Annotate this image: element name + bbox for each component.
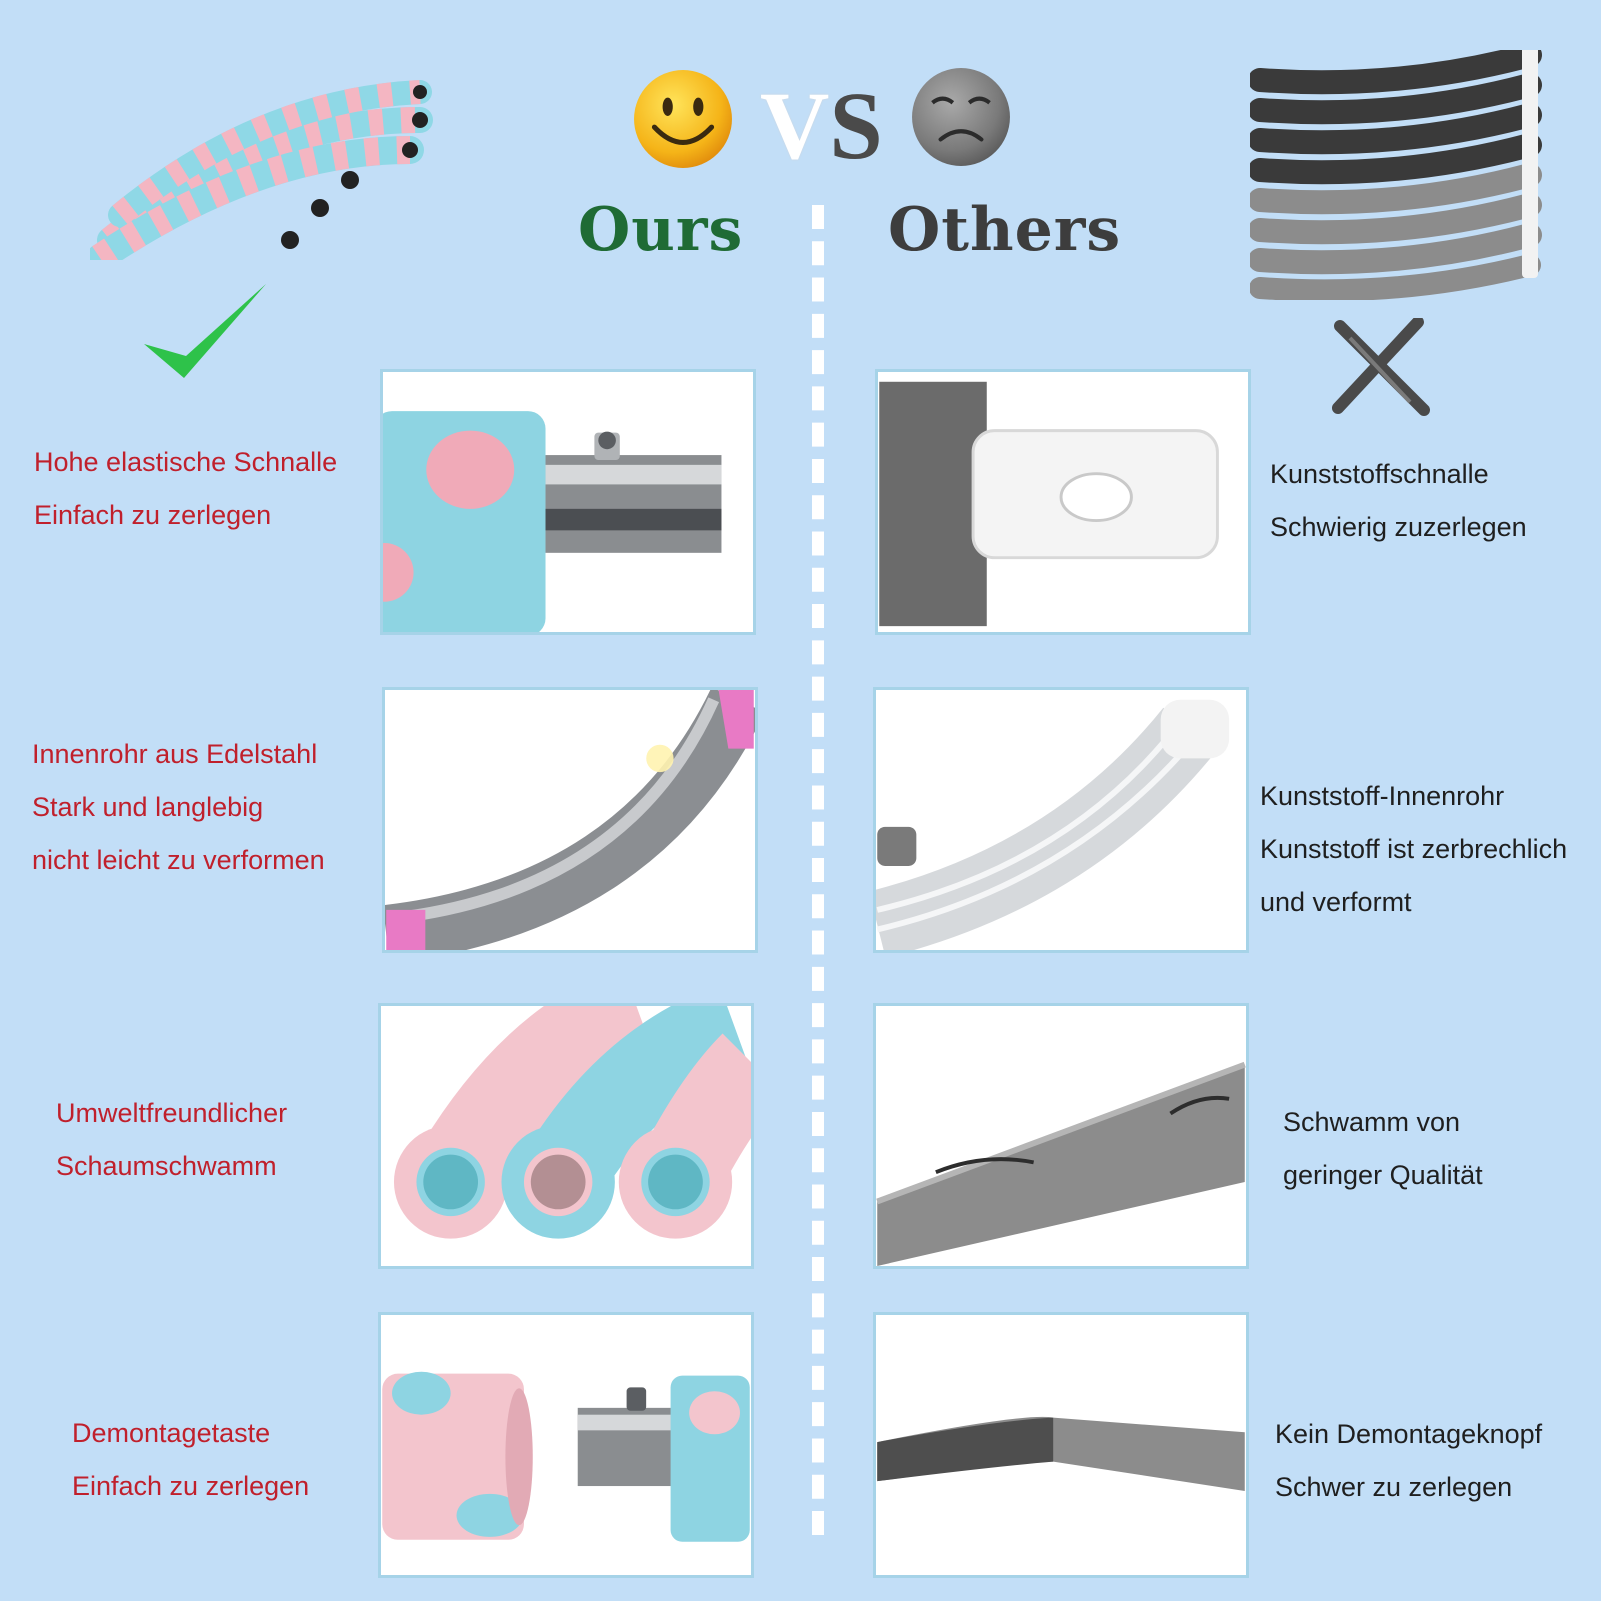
others-hoop-segments-image <box>1250 50 1542 300</box>
vs-v-letter: V <box>760 72 830 179</box>
others-feature-4: Kein Demontageknopf Schwer zu zerlegen <box>1275 1419 1543 1502</box>
others-image-sponge <box>873 1003 1249 1269</box>
ours-feature-1: Hohe elastische Schnalle Einfach zu zerl… <box>34 447 338 530</box>
others-feature-2: Kunststoff-Innenrohr Kunststoff ist zerb… <box>1260 781 1568 917</box>
ours-hoop-segments-image <box>90 80 433 260</box>
ours-heading: Ours <box>578 195 744 265</box>
ours-feature-2: Innenrohr aus Edelstahl Stark und langle… <box>32 739 325 875</box>
ours-feature-4: Demontagetaste Einfach zu zerlegen <box>72 1418 310 1501</box>
others-heading: Others <box>888 195 1122 265</box>
sad-face-icon <box>912 68 1010 166</box>
ours-feature-3: Umweltfreundlicher Schaumschwamm <box>56 1098 288 1181</box>
ours-image-foam <box>378 1003 754 1269</box>
checkmark-icon <box>144 284 266 378</box>
others-feature-3: Schwamm von geringer Qualität <box>1283 1107 1483 1190</box>
others-image-plastic-tube <box>873 687 1249 953</box>
others-image-no-button <box>873 1312 1249 1578</box>
cross-icon <box>1332 318 1430 416</box>
ours-image-button <box>378 1312 754 1578</box>
vs-s-letter: S <box>829 72 883 179</box>
center-divider <box>812 205 824 1535</box>
vs-title: VS <box>760 70 883 181</box>
ours-image-buckle <box>380 369 756 635</box>
others-feature-1: Kunststoffschnalle Schwierig zuzerlegen <box>1270 459 1527 542</box>
ours-image-steel-tube <box>382 687 758 953</box>
others-image-buckle <box>875 369 1251 635</box>
smiley-face-icon <box>634 70 732 168</box>
